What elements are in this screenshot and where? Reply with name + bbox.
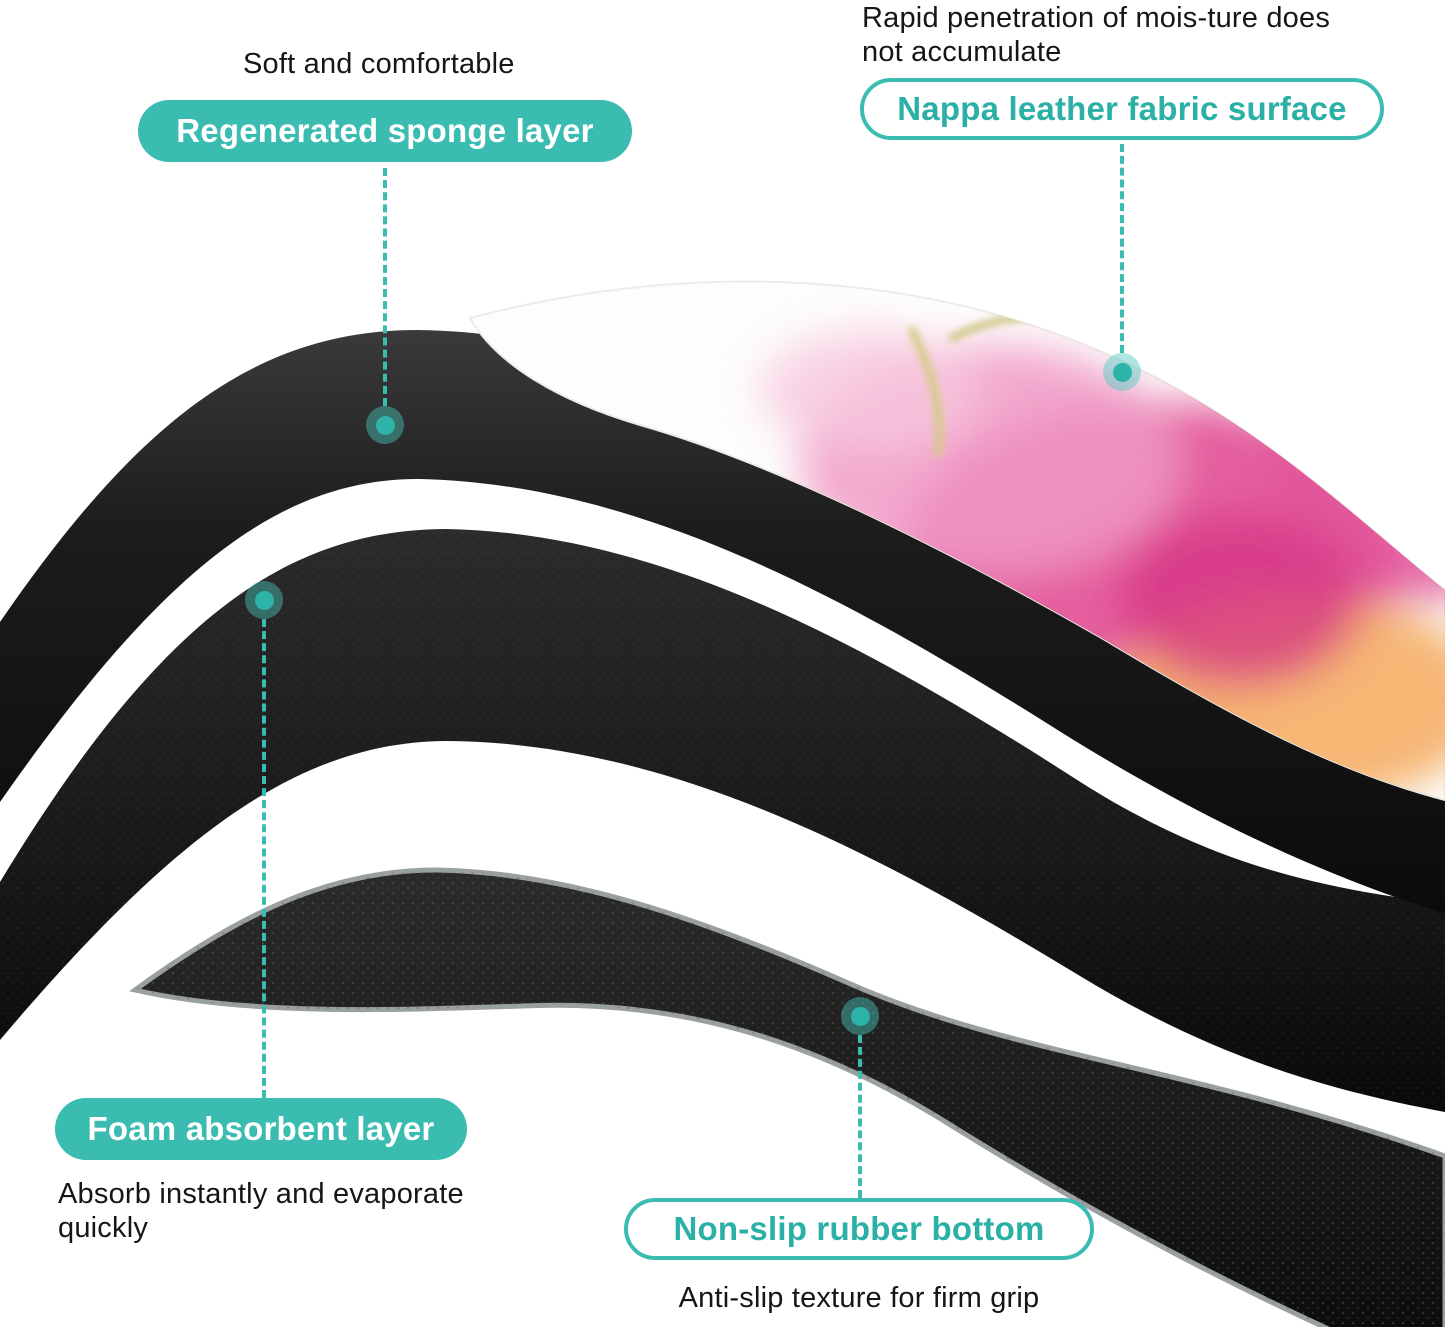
rubber-note: Anti-slip texture for firm grip — [678, 1282, 1040, 1314]
sponge-anchor-dot-core — [375, 415, 395, 435]
rubber-anchor-dot-core — [850, 1006, 870, 1026]
foam-label-pill: Foam absorbent layer — [55, 1098, 467, 1160]
sponge-leader-line — [383, 168, 387, 406]
foam-anchor-dot-core — [254, 590, 274, 610]
foam-note: Absorb instantly and evaporate quickly — [58, 1178, 464, 1244]
foam-layer — [0, 529, 1445, 1112]
rubber-leader-line — [858, 1035, 862, 1198]
surface-anchor-dot-icon — [1103, 353, 1141, 391]
surface-label-pill: Nappa leather fabric surface — [860, 78, 1384, 140]
rubber-label-pill: Non-slip rubber bottom — [624, 1198, 1094, 1260]
surface-anchor-dot-core — [1112, 362, 1132, 382]
sponge-anchor-dot-icon — [366, 406, 404, 444]
sponge-label-pill: Regenerated sponge layer — [138, 100, 632, 162]
surface-leader-line — [1120, 144, 1124, 353]
foam-leader-line — [262, 619, 266, 1098]
sponge-layer — [0, 330, 1445, 914]
rubber-layer — [129, 867, 1445, 1327]
foam-anchor-dot-icon — [245, 581, 283, 619]
surface-note: Rapid penetration of mois-ture does not … — [862, 2, 1331, 68]
rubber-anchor-dot-icon — [841, 997, 879, 1035]
sponge-note: Soft and comfortable — [243, 48, 515, 80]
